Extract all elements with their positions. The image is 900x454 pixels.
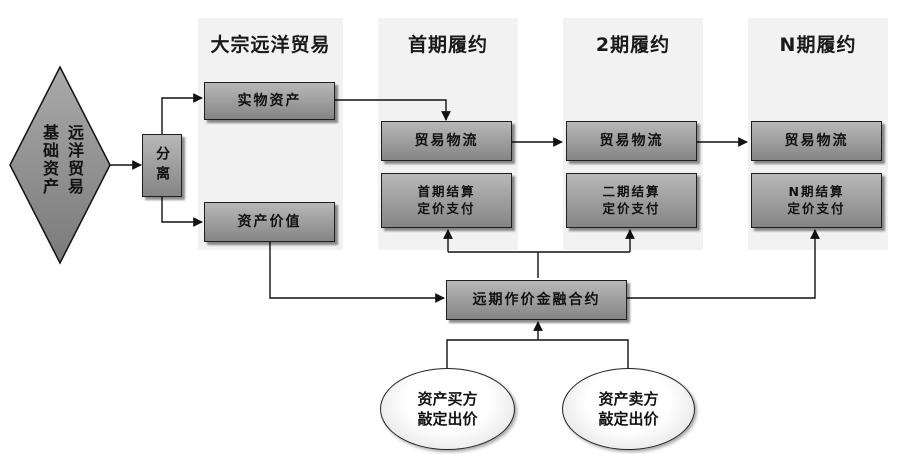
asset-seller-oval: 资产卖方 敲定出价 (562, 368, 695, 450)
split-box: 分离 (142, 134, 182, 197)
seller-line2: 敲定出价 (598, 410, 659, 428)
diamond-label-left: 基础资产 (40, 124, 59, 196)
diamond-label-right: 远洋贸易 (65, 124, 84, 196)
settlement-box-first: 首期结算 定价支付 (381, 173, 512, 228)
settlement-first-line2: 定价支付 (417, 200, 476, 216)
settlement-box-second: 二期结算 定价支付 (566, 173, 697, 228)
seller-line1: 资产卖方 (598, 389, 659, 408)
settlement-box-n: N期结算 定价支付 (751, 173, 882, 228)
asset-value-box: 资产价值 (204, 202, 335, 242)
forward-contract-box: 远期作价金融合约 (446, 280, 627, 320)
base-asset-diamond (9, 65, 111, 265)
settlement-n-line2: 定价支付 (787, 200, 846, 216)
buyer-line2: 敲定出价 (417, 410, 478, 428)
logistics-box-second: 贸易物流 (566, 121, 697, 161)
settlement-first-line1: 首期结算 (417, 184, 476, 200)
settlement-second-line2: 定价支付 (602, 200, 661, 216)
physical-asset-box: 实物资产 (204, 82, 335, 120)
settlement-second-line1: 二期结算 (602, 184, 661, 200)
asset-buyer-oval: 资产买方 敲定出价 (380, 368, 515, 450)
column-title-first-period: 首期履约 (407, 34, 488, 56)
buyer-line1: 资产买方 (417, 389, 478, 408)
logistics-box-n: 贸易物流 (751, 121, 882, 161)
settlement-n-line1: N期结算 (788, 184, 845, 200)
column-title-second-period: 2期履约 (595, 34, 671, 56)
column-title-n-period: N期履约 (779, 34, 857, 56)
split-label: 分离 (154, 145, 171, 186)
logistics-box-first: 贸易物流 (381, 121, 512, 161)
column-title-bulk-trade: 大宗远洋贸易 (210, 34, 331, 56)
